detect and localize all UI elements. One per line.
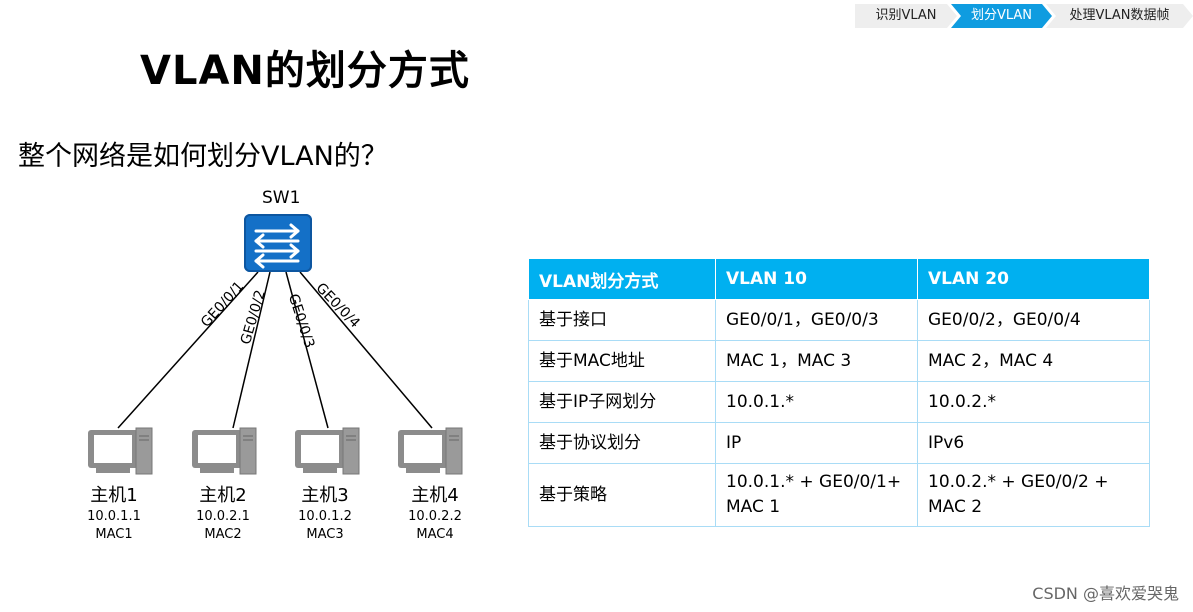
breadcrumb-item-identify-vlan[interactable]: 识别VLAN [855,4,957,28]
table-cell: 基于接口 [528,299,716,341]
table-cell: 10.0.1.* [715,381,918,423]
table-row: 基于IP子网划分 10.0.1.* 10.0.2.* [528,381,1150,423]
table-cell: MAC 1，MAC 3 [715,340,918,382]
host-mac: MAC2 [204,527,242,542]
watermark: CSDN @喜欢爱哭鬼 [1032,584,1179,603]
table-cell: IP [715,422,918,464]
link-line-4 [299,271,433,429]
table-row: 基于接口 GE0/0/1，GE0/0/3 GE0/0/2，GE0/0/4 [528,299,1150,341]
link-line-1 [117,271,259,429]
table-cell: 10.0.1.* + GE0/0/1+ MAC 1 [715,463,918,527]
host-name: 主机2 [199,485,247,506]
host-name: 主机3 [301,485,349,506]
question-text: 整个网络是如何划分VLAN的？ [18,141,388,172]
computer-icon [293,426,363,476]
table-cell: MAC 2，MAC 4 [917,340,1150,382]
breadcrumb-item-process-vlan-frames[interactable]: 处理VLAN数据帧 [1046,4,1193,28]
link-line-2 [232,271,271,429]
table-cell: GE0/0/2，GE0/0/4 [917,299,1150,341]
link-line-3 [285,271,329,429]
table-cell: 10.0.2.* + GE0/0/2 + MAC 2 [917,463,1150,527]
host-ip: 10.0.1.2 [298,509,352,524]
vlan-method-table: VLAN划分方式 VLAN 10 VLAN 20 基于接口 GE0/0/1，GE… [528,258,1150,527]
table-cell: 基于IP子网划分 [528,381,716,423]
table-row: 基于协议划分 IP IPv6 [528,422,1150,464]
host-ip: 10.0.2.2 [408,509,462,524]
host-mac: MAC3 [306,527,344,542]
computer-icon [86,426,156,476]
table-header-cell: VLAN 20 [917,258,1150,300]
host-mac: MAC1 [95,527,133,542]
host-ip: 10.0.1.1 [87,509,141,524]
host-name: 主机1 [90,485,138,506]
computer-icon [190,426,260,476]
table-row: 基于策略 10.0.1.* + GE0/0/1+ MAC 1 10.0.2.* … [528,463,1150,527]
switch-icon [244,214,312,272]
table-row: 基于MAC地址 MAC 1，MAC 3 MAC 2，MAC 4 [528,340,1150,382]
table-header-cell: VLAN划分方式 [528,258,716,300]
breadcrumb-item-divide-vlan[interactable]: 划分VLAN [951,4,1052,28]
table-cell: 10.0.2.* [917,381,1150,423]
table-cell: 基于MAC地址 [528,340,716,382]
table-cell: 基于策略 [528,463,716,527]
switch-label: SW1 [262,188,301,208]
host-mac: MAC4 [416,527,454,542]
table-cell: 基于协议划分 [528,422,716,464]
host-name: 主机4 [411,485,459,506]
table-cell: IPv6 [917,422,1150,464]
table-cell: GE0/0/1，GE0/0/3 [715,299,918,341]
computer-icon [396,426,466,476]
table-header-row: VLAN划分方式 VLAN 10 VLAN 20 [528,258,1150,300]
table-header-cell: VLAN 10 [715,258,918,300]
page-title: VLAN的划分方式 [140,48,470,94]
link-lines [117,271,433,429]
host-ip: 10.0.2.1 [196,509,250,524]
